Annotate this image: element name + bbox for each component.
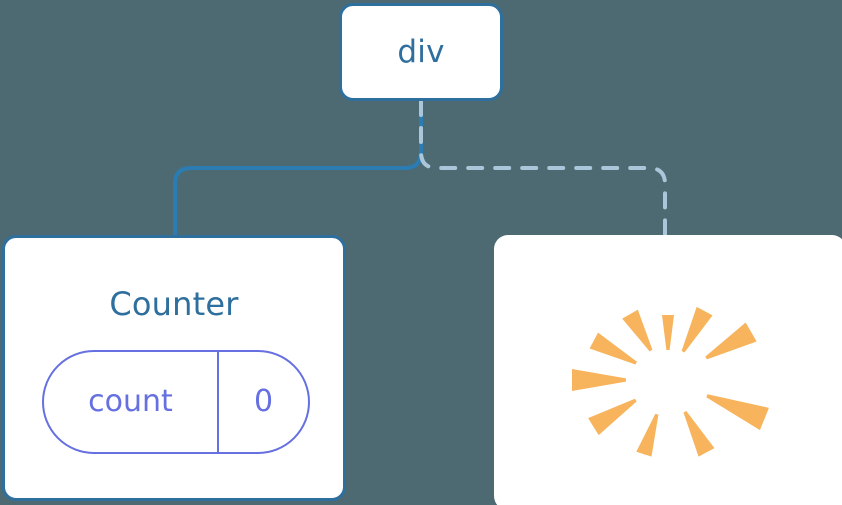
node-burst[interactable] (494, 235, 842, 505)
ray-9 (706, 394, 769, 431)
state-key: count (44, 352, 219, 452)
ray-1 (681, 306, 713, 353)
sparkle-burst-icon (572, 306, 769, 457)
ray-3 (622, 309, 653, 352)
state-value: 0 (253, 384, 274, 419)
ray-6 (588, 398, 637, 436)
ray-2 (662, 315, 674, 350)
node-div[interactable]: div (339, 3, 503, 101)
ray-8 (683, 411, 715, 457)
edge-root-to-burst (419, 99, 667, 242)
ray-5 (572, 369, 626, 391)
node-div-label: div (397, 33, 445, 70)
state-pill-count[interactable]: count 0 (42, 350, 310, 454)
ray-7 (636, 413, 659, 457)
node-counter-label: Counter (109, 285, 239, 323)
ray-4 (589, 332, 637, 365)
edge-root-to-counter (173, 99, 423, 240)
ray-10 (705, 322, 757, 360)
